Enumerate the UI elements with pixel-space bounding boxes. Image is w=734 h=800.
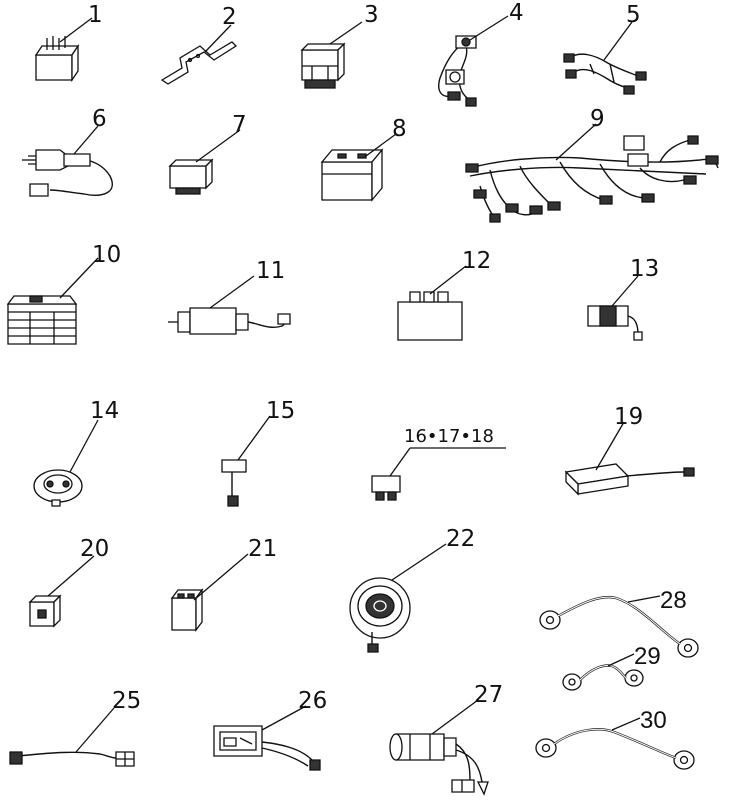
part-3-module <box>300 21 363 89</box>
part-27-starter-motor <box>389 699 489 796</box>
part-5-small-harness <box>563 21 647 95</box>
part-20-relay <box>28 555 95 628</box>
part-label: 29 <box>634 643 661 670</box>
part-label: 19 <box>614 404 643 430</box>
part-22-horn <box>349 543 447 653</box>
part-label: 4 <box>509 0 524 26</box>
part-label: 9 <box>590 106 605 132</box>
part-9-main-harness <box>465 123 719 223</box>
part-label: 6 <box>92 106 107 132</box>
part-label: 12 <box>462 248 491 274</box>
part-10-regulator <box>6 257 99 345</box>
part-label: 10 <box>92 242 121 268</box>
part-8-battery <box>320 133 397 202</box>
part-30-cable <box>535 717 695 770</box>
part-label: 1 <box>88 2 103 28</box>
part-25-lead <box>9 707 135 767</box>
part-label: 8 <box>392 116 407 142</box>
part-label: 15 <box>266 398 295 424</box>
part-label: 14 <box>90 398 119 424</box>
part-26-sensor-unit <box>213 705 321 771</box>
part-label: 21 <box>248 536 277 562</box>
part-21-flasher <box>170 553 249 632</box>
part-15-sensor <box>221 415 271 507</box>
part-label: 11 <box>256 258 285 284</box>
part-label: 22 <box>446 526 475 552</box>
part-1-relay <box>34 17 93 83</box>
part-28-cable <box>539 595 699 658</box>
part-11-ignition-coil <box>168 275 291 335</box>
part-label: 2 <box>222 4 237 30</box>
part-label: 20 <box>80 536 109 562</box>
part-label: 26 <box>298 688 327 714</box>
part-4-switch-harness <box>438 15 509 107</box>
part-label: 5 <box>626 2 641 28</box>
part-7-relay <box>168 129 241 195</box>
part-label: 30 <box>640 707 667 734</box>
part-label: 28 <box>660 587 687 614</box>
part-13-starter-relay <box>587 275 643 341</box>
part-14-ignition-switch <box>33 419 99 507</box>
part-12-cdi <box>397 265 467 341</box>
part-label: 13 <box>630 256 659 282</box>
part-6-plug-lead <box>22 125 113 197</box>
part-19-module <box>564 421 695 496</box>
part-label: 27 <box>474 682 503 708</box>
part-label: 7 <box>232 112 247 138</box>
part-2-bracket <box>160 24 238 85</box>
part-label: 16•17•18 <box>404 426 494 447</box>
part-29-cable <box>562 653 644 691</box>
part-16-18-fuse <box>371 447 506 501</box>
part-label: 25 <box>112 688 141 714</box>
part-label: 3 <box>364 2 379 28</box>
